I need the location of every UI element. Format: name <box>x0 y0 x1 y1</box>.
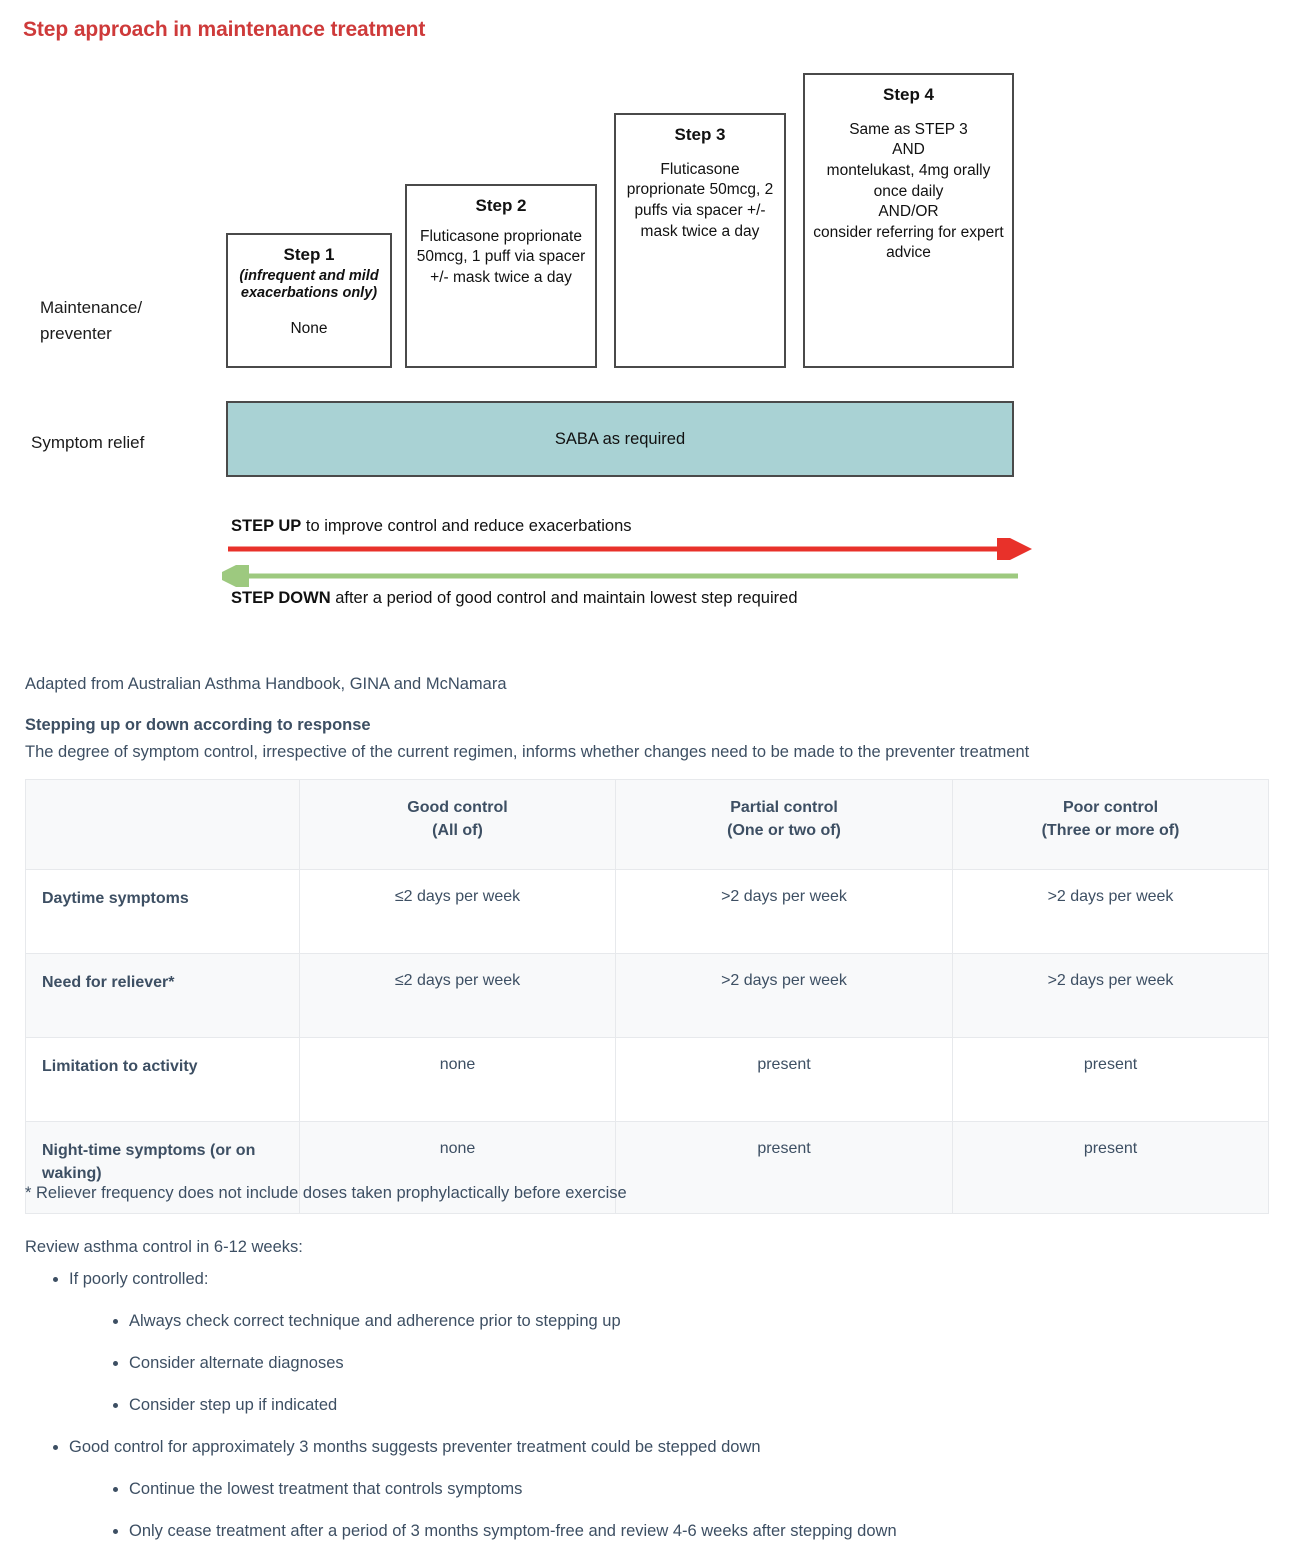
poorly-controlled-sublist: Always check correct technique and adher… <box>69 1310 1275 1418</box>
table-cell-partial: >2 days per week <box>615 869 953 954</box>
step-down-caption-bold: STEP DOWN <box>231 589 331 607</box>
bullet-good-control-label: Good control for approximately 3 months … <box>69 1437 761 1456</box>
table-header-partial-control-line2: (One or two of) <box>727 821 841 839</box>
step-approach-figure: Maintenance/ preventer Symptom relief St… <box>0 55 1297 625</box>
step-box-1: Step 1 (infrequent and mild exacerbation… <box>226 233 392 368</box>
table-header-poor-control-line1: Poor control <box>1062 799 1159 816</box>
table-header-row: Good control (All of) Partial control (O… <box>25 779 1269 870</box>
step-1-heading: Step 1 <box>283 245 335 264</box>
table-row: Limitation to activity none present pres… <box>25 1037 1269 1122</box>
step-box-2: Step 2 Fluticasone proprionate 50mcg, 1 … <box>405 184 597 368</box>
table-cell-partial: present <box>615 1037 953 1122</box>
figure-credit: Adapted from Australian Asthma Handbook,… <box>25 673 1275 697</box>
review-lead: Review asthma control in 6-12 weeks: <box>25 1236 1275 1260</box>
table-header-partial-control: Partial control (One or two of) <box>615 779 953 870</box>
review-bullets: If poorly controlled: Always check corre… <box>25 1268 1275 1561</box>
table-cell-good: ≤2 days per week <box>299 869 616 954</box>
table-cell-partial: >2 days per week <box>615 953 953 1038</box>
table-cell-poor: present <box>952 1037 1269 1122</box>
section-intro: The degree of symptom control, irrespect… <box>25 741 1275 765</box>
table-cell-poor: >2 days per week <box>952 953 1269 1038</box>
list-item: Only cease treatment after a period of 3… <box>129 1520 1275 1544</box>
bullet-poorly-controlled-label: If poorly controlled: <box>69 1270 209 1288</box>
step-up-arrow-icon <box>228 538 1032 560</box>
list-item: Consider step up if indicated <box>129 1394 1275 1418</box>
step-down-caption-rest: after a period of good control and maint… <box>330 589 798 607</box>
step-2-heading: Step 2 <box>475 196 527 215</box>
section-intro-text: The degree of symptom control, irrespect… <box>25 743 1030 761</box>
step-2-body: Fluticasone proprionate 50mcg, 1 puff vi… <box>416 227 586 286</box>
saba-bar: SABA as required <box>226 401 1014 477</box>
list-item: Always check correct technique and adher… <box>129 1310 1275 1334</box>
step-1-body: None <box>290 320 328 338</box>
step-3-heading: Step 3 <box>674 125 726 144</box>
table-row: Need for reliever* ≤2 days per week >2 d… <box>25 953 1269 1038</box>
table-row-label: Limitation to activity <box>25 1037 300 1122</box>
table-header: Good control (All of) Partial control (O… <box>25 779 1269 870</box>
table-header-good-control-line1: Good control <box>407 799 508 816</box>
step-up-caption-bold: STEP UP <box>231 517 302 535</box>
table-header-partial-control-line1: Partial control <box>730 799 838 816</box>
table-footnote: * Reliever frequency does not include do… <box>25 1182 1275 1206</box>
table-header-corner <box>25 779 300 870</box>
table-header-good-control-line2: (All of) <box>432 821 483 839</box>
step-3-body: Fluticasone proprionate 50mcg, 2 puffs v… <box>626 160 774 240</box>
review-bullet-list: If poorly controlled: Always check corre… <box>25 1268 1275 1543</box>
table-row-label: Night-time symptoms (or on waking) <box>25 1121 300 1214</box>
table-header-poor-control: Poor control (Three or more of) <box>952 779 1269 870</box>
step-box-4: Step 4 Same as STEP 3 AND montelukast, 4… <box>803 73 1014 368</box>
table-row-label: Need for reliever* <box>25 953 300 1038</box>
section-heading: Stepping up or down according to respons… <box>25 714 1275 738</box>
table-row: Daytime symptoms ≤2 days per week >2 day… <box>25 869 1269 954</box>
step-up-caption-rest: to improve control and reduce exacerbati… <box>301 517 632 535</box>
step-1-subheading: (infrequent and mild exacerbations only) <box>239 267 379 302</box>
page-title: Step approach in maintenance treatment <box>23 18 426 41</box>
good-control-sublist: Continue the lowest treatment that contr… <box>69 1478 1275 1544</box>
review-lead-text: Review asthma control in 6-12 weeks: <box>25 1238 303 1256</box>
list-item: If poorly controlled: Always check corre… <box>69 1268 1275 1418</box>
list-item: Consider alternate diagnoses <box>129 1352 1275 1376</box>
table-cell-good: ≤2 days per week <box>299 953 616 1038</box>
list-item: Good control for approximately 3 months … <box>69 1436 1275 1544</box>
saba-bar-label: SABA as required <box>554 429 686 448</box>
figure-row-label-maintenance: Maintenance/ preventer <box>40 298 143 344</box>
table-cell-partial: present <box>615 1121 953 1214</box>
table-cell-poor: >2 days per week <box>952 869 1269 954</box>
table-footnote-text: * Reliever frequency does not include do… <box>25 1184 627 1202</box>
table-row: Night-time symptoms (or on waking) none … <box>25 1121 1269 1214</box>
step-up-caption: STEP UP to improve control and reduce ex… <box>231 517 632 537</box>
step-box-3: Step 3 Fluticasone proprionate 50mcg, 2 … <box>614 113 786 368</box>
step-4-heading: Step 4 <box>882 85 935 104</box>
list-item: Continue the lowest treatment that contr… <box>129 1478 1275 1502</box>
step-down-arrow-icon <box>222 565 1018 587</box>
table-cell-poor: present <box>952 1121 1269 1214</box>
table-row-label: Daytime symptoms <box>25 869 300 954</box>
table-header-good-control: Good control (All of) <box>299 779 616 870</box>
table-cell-good: none <box>299 1121 616 1214</box>
table-header-poor-control-line2: (Three or more of) <box>1041 821 1180 839</box>
table-cell-good: none <box>299 1037 616 1122</box>
figure-credit-text: Adapted from Australian Asthma Handbook,… <box>25 675 507 693</box>
table-body: Daytime symptoms ≤2 days per week >2 day… <box>25 869 1269 1214</box>
figure-row-label-symptom-relief: Symptom relief <box>31 433 145 452</box>
step-down-caption: STEP DOWN after a period of good control… <box>231 589 798 609</box>
section-heading-text: Stepping up or down according to respons… <box>25 716 371 734</box>
asthma-control-table: Good control (All of) Partial control (O… <box>25 779 1269 1214</box>
step-4-body: Same as STEP 3 AND montelukast, 4mg oral… <box>813 120 1004 262</box>
